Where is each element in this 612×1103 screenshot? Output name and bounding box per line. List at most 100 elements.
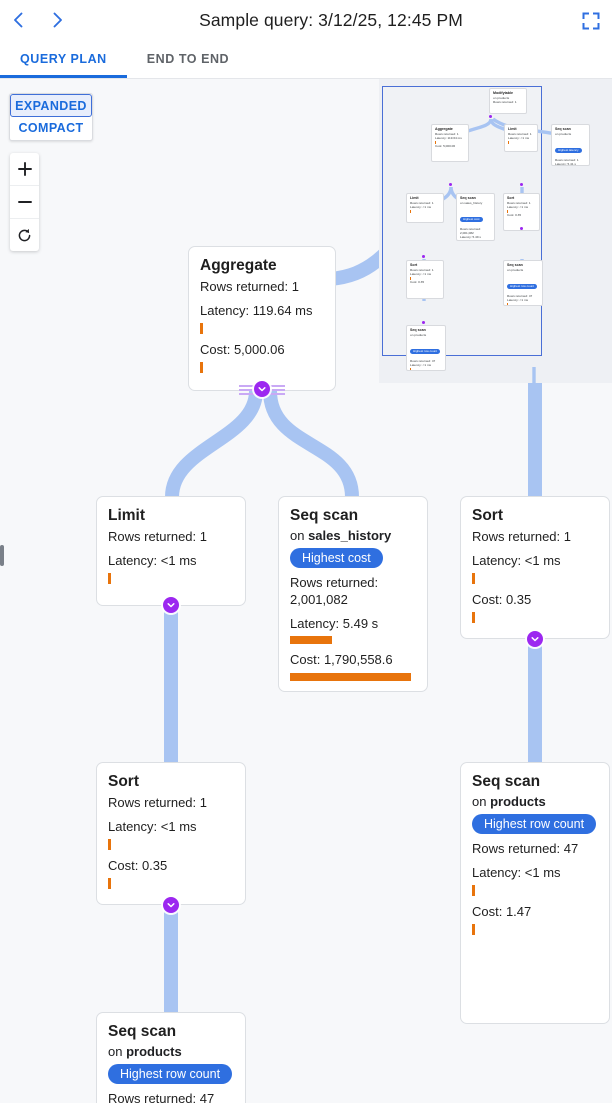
tab-query-plan[interactable]: QUERY PLAN [0,40,127,78]
fullscreen-button[interactable] [578,8,604,34]
minimap[interactable]: Modifytable on products Rows returned: 1… [379,79,612,383]
minimap-node-latency: Latency: 5.41 s [555,161,576,166]
zoom-out-button[interactable] [10,185,39,218]
minimap-node[interactable]: Seq scan on products Highest row count R… [503,260,543,306]
minimap-collapse-dot[interactable] [520,227,524,231]
minimap-node-latency: Latency: <1 ms [410,362,432,367]
plan-node-seqscan-sales-history[interactable]: Seq scan on sales_history Highest cost R… [278,496,428,692]
minimap-node-rows: Rows returned: 47 [507,293,533,298]
node-table-name: products [126,1044,182,1059]
minimap-node-latency: Latency: 5.49 s [460,234,481,239]
plan-node-aggregate[interactable]: Aggregate Rows returned: 1 Latency: 119.… [188,246,336,391]
plan-node-seqscan-products-right[interactable]: Seq scan on products Highest row count R… [460,762,610,1024]
minimap-node-badge[interactable]: Highest row count [410,348,441,354]
compact-mode-button[interactable]: COMPACT [18,121,84,135]
minimap-bar [508,141,509,145]
minimap-node[interactable]: Sort Rows returned: 1 Latency: <1 ms Cos… [503,193,540,231]
node-rows-returned: Rows returned: 1 [108,529,207,544]
node-table-prefix: on [108,1044,127,1059]
minimap-collapse-dot[interactable] [422,321,426,325]
minimap-node-latency: Latency: <1 ms [410,272,432,277]
back-button[interactable] [0,1,38,39]
minimap-node-latency: Latency: 119.64 ms [435,136,462,141]
minimap-node[interactable]: Aggregate Rows returned: 1 Latency: 119.… [431,124,469,162]
node-latency-bar [108,573,111,585]
minimap-node-rows: Rows returned: 1 [555,157,579,162]
collapse-toggle-sort-left[interactable] [163,897,179,913]
chevron-left-icon [14,12,23,28]
plan-node-sort-right[interactable]: Sort Rows returned: 1 Latency: <1 ms Cos… [460,496,610,639]
node-badge-highest-cost[interactable]: Highest cost [290,548,383,568]
minimap-node[interactable]: Seq scan on products Highest latency Row… [551,124,590,166]
tab-end-to-end[interactable]: END TO END [127,40,249,78]
node-rows-returned: Rows returned: [290,575,379,590]
reset-view-button[interactable] [10,218,39,251]
plan-node-seqscan-products-bottom[interactable]: Seq scan on products Highest row count R… [96,1012,246,1103]
node-cost-bar [472,924,475,936]
node-latency-bar [290,636,332,645]
minimap-collapse-dot[interactable] [422,255,426,259]
minimap-node-rows: Rows returned: 1 [410,267,434,272]
minimap-collapse-dot[interactable] [520,183,524,187]
node-rows-returned: Rows returned: 47 [108,1091,215,1103]
minimap-node-cost: Cost: 0.35 [507,213,522,218]
node-badge-highest-row-count[interactable]: Highest row count [108,1064,233,1084]
node-badge-highest-row-count[interactable]: Highest row count [472,814,597,834]
minimap-node[interactable]: Seq scan on sales_history Highest cost R… [456,193,495,241]
minimap-node-cost: Cost: 5,000.06 [435,144,456,149]
minimap-node-badge[interactable]: Highest cost [460,216,483,222]
fullscreen-icon [582,12,600,30]
node-cost: Cost: 0.35 [108,858,168,874]
page-title: Sample query: 3/12/25, 12:45 PM [199,9,463,30]
plan-node-sort-left[interactable]: Sort Rows returned: 1 Latency: <1 ms Cos… [96,762,246,905]
forward-button[interactable] [38,1,76,39]
collapse-toggle-aggregate[interactable] [254,381,270,397]
node-latency: Latency: <1 ms [108,819,197,835]
minimap-bar [410,277,411,281]
minimap-bar [460,240,473,241]
minimap-node-title: Seq scan [555,127,571,131]
minus-icon [17,201,32,203]
expanded-mode-button[interactable]: EXPANDED [10,94,92,117]
minimap-collapse-dot[interactable] [489,115,493,119]
horizontal-scroll-handle[interactable] [0,545,4,566]
node-table-name: sales_history [308,528,392,543]
tab-end-to-end-label: END TO END [146,52,230,66]
minimap-collapse-dot[interactable] [449,183,453,187]
zoom-controls [10,153,39,251]
node-table: on sales_history [290,528,416,543]
graph-canvas[interactable]: Modifytable on products Rows returned: 1… [0,79,612,1103]
minimap-node[interactable]: Seq scan on products Highest row count R… [406,325,446,371]
minimap-node-title: Limit [410,196,419,200]
chevron-down-icon [531,637,539,642]
minimap-node-title: Aggregate [435,127,453,131]
chevron-down-icon [258,387,266,392]
node-latency: Latency: <1 ms [108,553,197,569]
minimap-node[interactable]: Limit Rows returned: 1 Latency: <1 ms [504,124,538,152]
node-latency: Latency: 119.64 ms [200,303,313,319]
node-table: on products [108,1044,234,1059]
minimap-node-badge[interactable]: Highest row count [507,283,538,289]
collapse-toggle-limit[interactable] [163,597,179,613]
node-latency: Latency: <1 ms [472,553,561,569]
collapse-toggle-sort-right[interactable] [527,631,543,647]
minimap-node-title: Sort [507,196,515,200]
view-mode-toggle[interactable]: EXPANDED COMPACT [9,93,93,141]
plan-node-limit[interactable]: Limit Rows returned: 1 Latency: <1 ms [96,496,246,606]
tab-bar: QUERY PLAN END TO END [0,40,612,79]
minimap-node[interactable]: Limit Rows returned: 1 Latency: <1 ms [406,193,444,223]
node-cost-bar [472,612,475,624]
minimap-bar [410,367,411,370]
node-title: Sort [108,773,139,790]
minimap-node[interactable]: Sort Rows returned: 1 Latency: <1 ms Cos… [406,260,444,299]
node-table-name: products [490,794,546,809]
zoom-in-button[interactable] [10,153,39,185]
minimap-node-sub: on products [493,95,510,100]
node-latency-bar [472,573,475,585]
chevron-down-icon [167,903,175,908]
node-rows-returned: Rows returned: 1 [472,529,571,544]
node-rows-returned: Rows returned: 1 [200,279,299,294]
minimap-node-sub: on sales_history [460,200,483,205]
minimap-node[interactable]: Modifytable on products Rows returned: 1 [489,88,527,114]
minimap-node-badge[interactable]: Highest latency [555,147,582,153]
